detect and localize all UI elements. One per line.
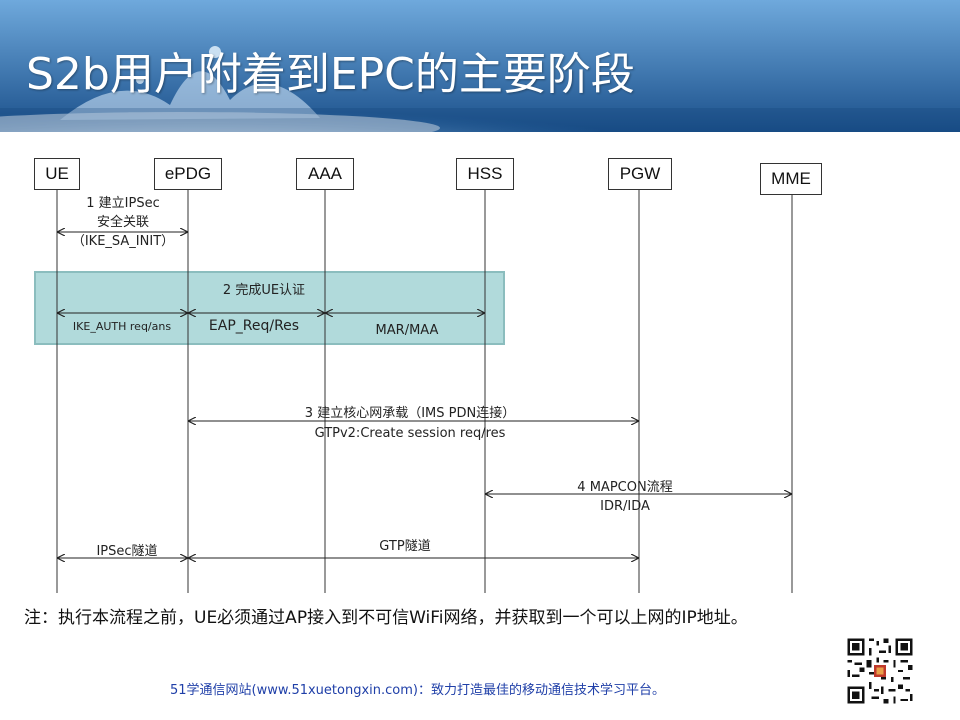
step1-label-line1: 1 建立IPSec bbox=[86, 196, 160, 211]
entity-pgw: PGW bbox=[608, 158, 672, 190]
entity-ue: UE bbox=[34, 158, 80, 190]
step4-label-line1: 4 MAPCON流程 bbox=[577, 480, 673, 495]
water-splash-decoration bbox=[0, 0, 960, 132]
step4-label-line2: IDR/IDA bbox=[600, 499, 650, 514]
slide-title: S2b用户附着到EPC的主要阶段 bbox=[26, 49, 635, 100]
ike-auth-label: IKE_AUTH req/ans bbox=[72, 320, 172, 333]
authentication-box bbox=[34, 271, 505, 345]
qr-code-icon bbox=[845, 636, 915, 706]
gtp-tunnel-label: GTP隧道 bbox=[379, 539, 431, 554]
step2-title: 2 完成UE认证 bbox=[222, 283, 306, 298]
step1-label-line2: 安全关联 bbox=[96, 215, 150, 230]
precondition-note: 注：执行本流程之前，UE必须通过AP接入到不可信WiFi网络，并获取到一个可以上… bbox=[24, 608, 748, 628]
ipsec-tunnel-label: IPSec隧道 bbox=[96, 544, 158, 559]
step1-label-line3: （IKE_SA_INIT） bbox=[71, 234, 175, 249]
step3-label-line1: 3 建立核心网承载（IMS PDN连接） bbox=[304, 406, 516, 421]
mar-label: MAR/MAA bbox=[375, 323, 439, 338]
entity-epdg: ePDG bbox=[154, 158, 222, 190]
footer-text: 51学通信网站(www.51xuetongxin.com)：致力打造最佳的移动通… bbox=[170, 683, 665, 698]
eap-label: EAP_Req/Res bbox=[208, 318, 300, 334]
entity-hss: HSS bbox=[456, 158, 514, 190]
entity-aaa: AAA bbox=[296, 158, 354, 190]
entity-mme: MME bbox=[760, 163, 822, 195]
title-banner: S2b用户附着到EPC的主要阶段 bbox=[0, 0, 960, 132]
step3-label-line2: GTPv2:Create session req/res bbox=[314, 426, 506, 441]
